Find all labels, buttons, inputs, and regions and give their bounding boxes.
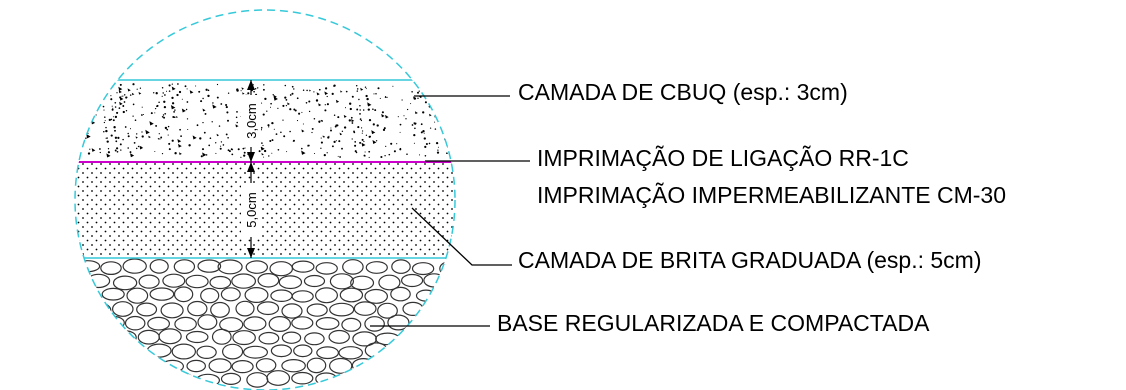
detail-circle-outline (74, 9, 456, 390)
label-imprimacao-ligacao: IMPRIMAÇÃO DE LIGAÇÃO RR-1C (537, 145, 909, 171)
label-brita: CAMADA DE BRITA GRADUADA (esp.: 5cm) (518, 247, 982, 273)
dimension-arrow (247, 80, 255, 90)
dimension-cbuq-label: 3,0cm (244, 103, 259, 138)
label-imprimacao-impermeabilizante: IMPRIMAÇÃO IMPERMEABILIZANTE CM-30 (537, 182, 1006, 208)
label-base: BASE REGULARIZADA E COMPACTADA (497, 310, 930, 336)
dimension-arrow (247, 162, 255, 172)
detail-circle-contents (75, 79, 455, 390)
label-cbuq: CAMADA DE CBUQ (esp.: 3cm) (518, 79, 848, 105)
dimension-group: 3,0cm 5,0cm (241, 80, 261, 258)
leader-lines (370, 95, 530, 327)
cbuq-layer (75, 80, 455, 162)
dimension-arrow (247, 248, 255, 258)
dimension-arrow (247, 152, 255, 162)
leader-brita (411, 207, 512, 266)
brita-layer (75, 162, 455, 258)
dimension-brita-label: 5,0cm (244, 192, 259, 227)
